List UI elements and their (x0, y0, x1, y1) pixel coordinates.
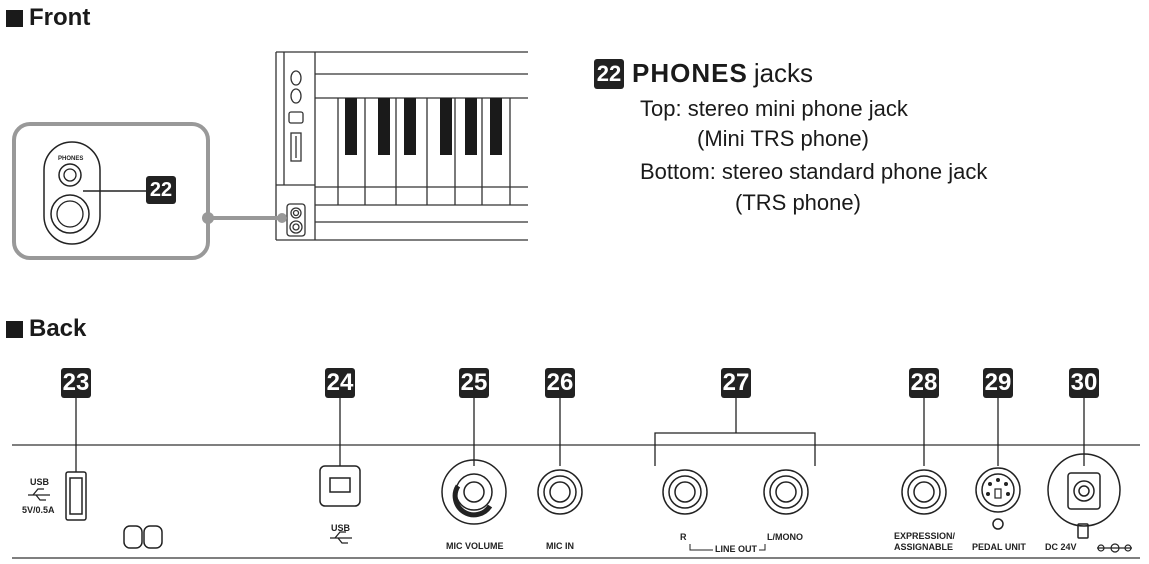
badge-26: 26 (545, 368, 575, 398)
expression-label-1: EXPRESSION/ (894, 531, 956, 541)
back-title-text: Back (29, 315, 87, 342)
zoom-callout-box (12, 122, 210, 260)
mic-in-label: MIC IN (546, 541, 574, 551)
dc-jack-housing (1047, 453, 1121, 527)
mic-volume-label: MIC VOLUME (446, 541, 504, 551)
mic-volume-knob (441, 459, 507, 525)
phones-panel-label: PHONES (58, 156, 84, 162)
badge-22: 22 (146, 176, 176, 204)
badge-29: 29 (983, 368, 1013, 398)
phones-line-4: (TRS phone) (735, 190, 861, 215)
square-bullet-icon (6, 9, 23, 27)
phones-line-2: (Mini TRS phone) (697, 126, 869, 151)
badge-28: 28 (909, 368, 939, 398)
usb-b-port (319, 465, 361, 507)
badge-23: 23 (61, 368, 91, 398)
usb-a-power-label: 5V/0.5A (22, 505, 55, 515)
expression-jack (901, 469, 947, 515)
usb-a-label: USB (30, 477, 50, 487)
badge-30: 30 (1069, 368, 1099, 398)
phones-heading: 22 PHONES jacks (594, 58, 813, 89)
badge-22-inline: 22 (594, 58, 624, 89)
square-bullet-icon (6, 320, 23, 338)
line-out-r-jack (662, 469, 708, 515)
phones-line-3: Bottom: stereo standard phone jack (640, 159, 988, 184)
line-out-l-jack (763, 469, 809, 515)
badge-27: 27 (721, 368, 751, 398)
phones-suffix: jacks (753, 58, 814, 88)
badge-24: 24 (325, 368, 355, 398)
front-title-text: Front (29, 4, 91, 31)
back-section-title: Back (6, 315, 86, 343)
back-leader-lines (75, 398, 1085, 472)
line-out-label: LINE OUT (713, 544, 759, 554)
double-button (123, 525, 143, 549)
expression-label-2: ASSIGNABLE (894, 542, 954, 552)
mic-in-jack (537, 469, 583, 515)
dc-label: DC 24V (1045, 542, 1077, 552)
line-out-l-label: L/MONO (767, 532, 803, 542)
phones-panel-zoom (43, 141, 101, 245)
black-keys (345, 98, 502, 155)
phones-name: PHONES (632, 58, 748, 88)
pedal-unit-label: PEDAL UNIT (972, 542, 1026, 552)
usb-a-port (65, 471, 87, 521)
front-section-title: Front (6, 4, 90, 32)
badge-25: 25 (459, 368, 489, 398)
phones-line-1: Top: stereo mini phone jack (640, 96, 908, 121)
dc-polarity-icon (1097, 543, 1132, 553)
usb-symbol-icon (28, 488, 352, 544)
pedal-unit-jack (975, 467, 1021, 513)
usb-b-label: USB (331, 523, 351, 533)
line-out-r-label: R (680, 532, 687, 542)
